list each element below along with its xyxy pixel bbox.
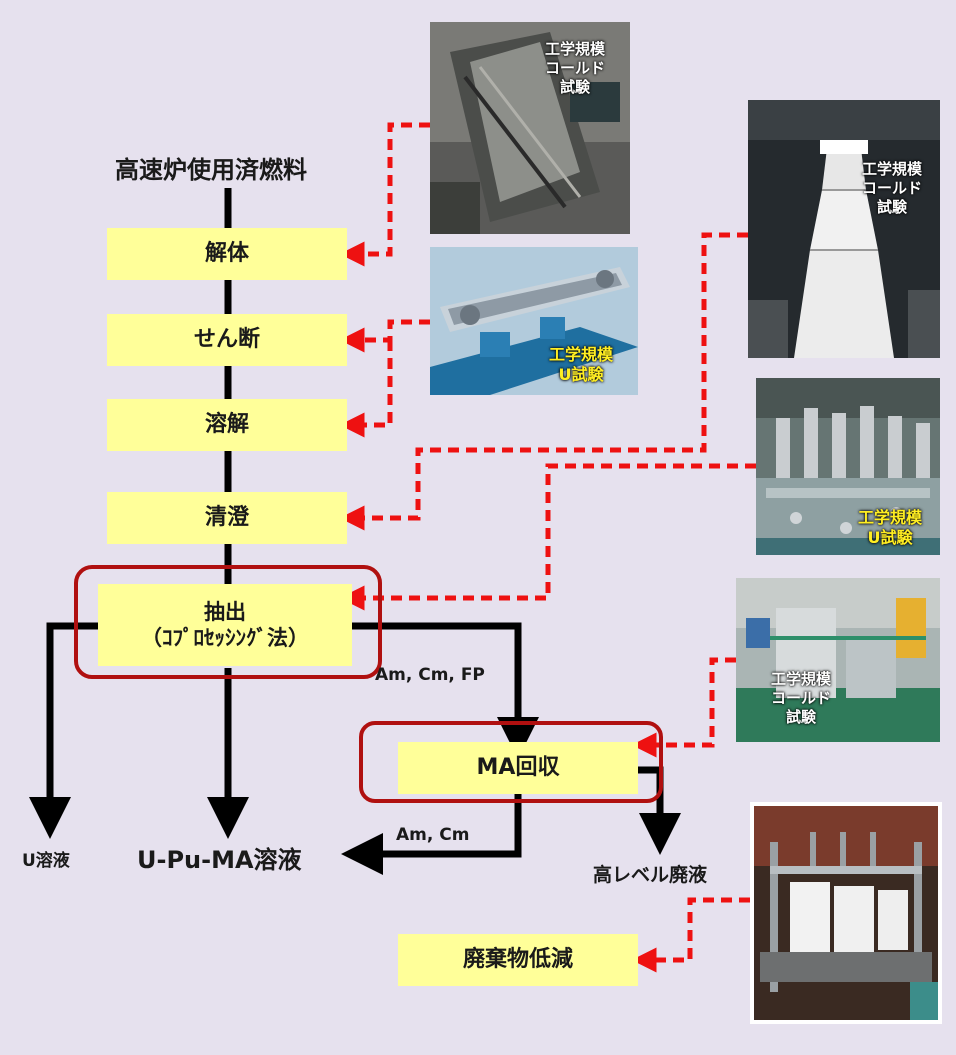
photo-5-caption-line1: 工学規模 [770, 670, 831, 688]
step-ma-recovery: MA回収 [398, 742, 638, 794]
photo-1-caption: 工学規模 コールド 試験 [520, 40, 630, 96]
dashed-link-extraction [339, 463, 756, 611]
photo-1-caption-line1: 工学規模 [544, 40, 605, 58]
photo-5-caption: 工学規模 コールド 試験 [746, 670, 856, 726]
photo-cold-test-ma-recovery: 工学規模 コールド 試験 [736, 578, 940, 742]
photo-u-test-shearing: 工学規模 U試験 [430, 247, 638, 395]
extraction-highlight-frame [74, 565, 382, 679]
step-ma-recovery-label: MA回収 [476, 755, 560, 781]
step-clarification: 清澄 [107, 492, 347, 544]
step-shearing-label: せん断 [193, 327, 260, 353]
stream-u-solution: U溶液 [22, 851, 70, 871]
dashed-link-disassembly [339, 122, 430, 267]
dashed-link-ma-recovery [631, 657, 736, 758]
step-waste-reduction-label: 廃棄物低減 [462, 947, 573, 973]
stream-am-cm: Am, Cm [396, 825, 470, 845]
photo-4-caption: 工学規模 U試験 [840, 508, 940, 548]
photo-cold-test-clarifier: 工学規模 コールド 試験 [748, 100, 940, 358]
photo-5-caption-line2: コールド [770, 688, 831, 707]
photo-u-test-extraction: 工学規模 U試験 [756, 378, 940, 555]
photo-2-caption-line2: U試験 [558, 365, 604, 384]
dashed-link-shearing [339, 319, 430, 353]
source-label: 高速炉使用済燃料 [115, 156, 307, 184]
dashed-link-waste-reduction [631, 897, 750, 973]
photo-3-caption-line1: 工学規模 [861, 160, 922, 178]
photo-4-caption-line1: 工学規模 [857, 508, 922, 527]
photo-4-caption-line2: U試験 [867, 528, 913, 547]
step-clarification-label: 清澄 [204, 505, 249, 531]
stream-am-cm-fp: Am, Cm, FP [375, 665, 485, 685]
dashed-link-dissolution [339, 340, 393, 438]
photo-1-caption-line2: コールド [544, 58, 605, 77]
step-disassembly-label: 解体 [204, 241, 249, 267]
step-waste-reduction: 廃棄物低減 [398, 934, 638, 986]
step-extraction: 抽出 （ｺﾌﾟﾛｾｯｼﾝｸﾞ法） [98, 584, 352, 666]
photo-2-caption: 工学規模 U試験 [526, 345, 636, 385]
photo-5-caption-line3: 試験 [785, 707, 816, 726]
am-cm-fp-arrow [352, 622, 539, 759]
step-disassembly: 解体 [107, 228, 347, 280]
photo-waste-reduction-equipment [750, 802, 942, 1024]
photo-2-caption-line1: 工学規模 [548, 345, 613, 364]
stream-u-pu-ma-solution: U-Pu-MA溶液 [137, 846, 302, 874]
step-extraction-sublabel: （ｺﾌﾟﾛｾｯｼﾝｸﾞ法） [141, 626, 309, 650]
photo-1-caption-line3: 試験 [559, 77, 590, 96]
step-shearing: せん断 [107, 314, 347, 366]
step-extraction-label: 抽出 [204, 599, 246, 624]
dashed-link-clarification [339, 232, 748, 531]
ma-recovery-highlight-frame [359, 721, 663, 803]
step-dissolution-label: 溶解 [204, 412, 249, 438]
photo-3-caption-line3: 試験 [876, 197, 907, 216]
u-solution-arrow [29, 622, 98, 839]
step-dissolution: 溶解 [107, 399, 347, 451]
photo-3-caption-line2: コールド [861, 178, 922, 197]
stream-high-level-waste: 高レベル廃液 [593, 864, 708, 886]
am-cm-return-arrow [341, 790, 522, 875]
photo-3-caption: 工学規模 コールド 試験 [844, 160, 940, 216]
photo-cold-test-disassembly: 工学規模 コールド 試験 [430, 22, 630, 234]
